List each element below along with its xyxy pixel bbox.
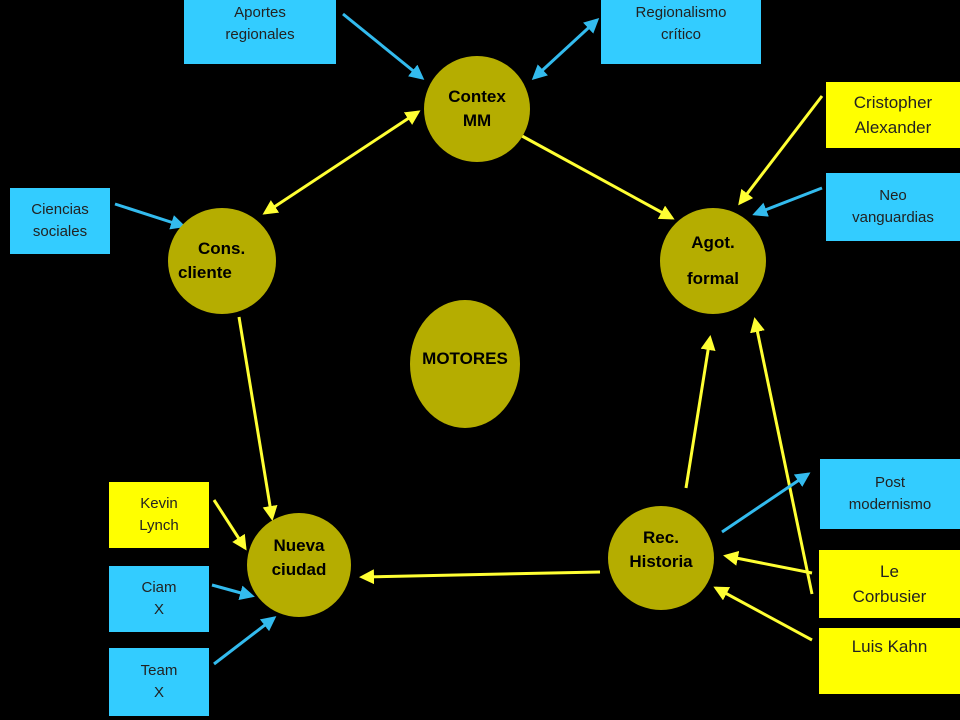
box-cristopher-alexander: Cristopher Alexander: [826, 82, 960, 148]
box-le-corbusier: Le Corbusier: [819, 550, 960, 618]
arrow-corbusier-agot: [750, 317, 814, 595]
arrow-ciencias-cons: [114, 202, 186, 230]
box-label: Le: [880, 562, 899, 581]
box-label: Aportes: [234, 4, 286, 21]
box-team-x: Team X: [109, 648, 209, 716]
arrow-corbusier-rec: [723, 550, 813, 575]
node-label: MOTORES: [422, 349, 508, 368]
arrow-rec-agot: [684, 335, 716, 489]
arrow-neo-agot: [752, 186, 823, 217]
node-label: Cons.: [198, 239, 246, 258]
box-label: Corbusier: [852, 587, 927, 606]
box-label: Kevin: [140, 495, 178, 512]
arrow-cons-contex: [262, 110, 421, 215]
box-aportes-regionales: Aportes regionales: [184, 0, 336, 64]
box-neo-vanguardias: Neo vanguardias: [826, 173, 960, 241]
arrow-cons-nueva: [237, 316, 278, 521]
box-label: Luis Kahn: [851, 637, 928, 656]
box-label: Ciam: [141, 579, 177, 596]
arrow-ciam-nueva: [211, 583, 255, 601]
node-nueva-ciudad: Nueva ciudad: [247, 513, 351, 617]
box-label: vanguardias: [852, 209, 934, 226]
node-contex-mm: Contex MM: [424, 56, 530, 162]
arrow-post-rec: [721, 472, 811, 534]
arrow-aportes-contex: [342, 12, 425, 80]
node-label: Rec.: [643, 528, 679, 547]
box-label: modernismo: [848, 496, 932, 513]
box-label: Team: [140, 662, 178, 679]
box-label: sociales: [32, 223, 88, 240]
box-label: regionales: [225, 26, 295, 43]
arrow-team-nueva: [213, 616, 277, 666]
box-post-modernismo: Post modernismo: [820, 459, 960, 529]
node-motores: MOTORES: [410, 300, 520, 428]
box-label: Post: [874, 474, 905, 491]
node-label: formal: [687, 269, 739, 288]
node-agot-formal: Agot. formal: [660, 208, 766, 314]
arrow-alexander-agot: [738, 95, 824, 206]
box-ciam-x: Ciam X: [109, 566, 209, 632]
node-cons-cliente: Cons. cliente: [168, 208, 276, 314]
node-rec-historia: Rec. Historia: [608, 506, 714, 610]
box-label: Cristopher: [853, 93, 933, 112]
box-label: X: [153, 684, 164, 701]
node-label: Nueva: [273, 536, 325, 555]
node-label: ciudad: [271, 560, 327, 579]
box-label: Neo: [879, 187, 907, 204]
box-label: Regionalismo: [635, 4, 727, 21]
box-luis-kahn: Luis Kahn: [819, 628, 960, 694]
arrow-kevin-nueva: [212, 499, 247, 551]
box-regionalismo-critico: Regionalismo crítico: [601, 0, 761, 64]
arrow-kahn-rec: [713, 586, 813, 642]
node-label: Historia: [629, 552, 693, 571]
box-label: X: [153, 601, 164, 618]
node-label: Agot.: [691, 233, 735, 252]
node-label: MM: [462, 111, 492, 130]
node-label: cliente: [178, 263, 232, 282]
box-label: Lynch: [139, 517, 179, 534]
node-label: Contex: [448, 87, 506, 106]
box-label: Ciencias: [31, 201, 89, 218]
arrow-contex-agot: [521, 134, 675, 220]
arrow-rec-nueva: [359, 569, 601, 585]
box-label: Alexander: [854, 118, 932, 137]
arrow-regionalismo-contex: [531, 17, 600, 81]
box-label: crítico: [660, 26, 701, 43]
box-kevin-lynch: Kevin Lynch: [109, 482, 209, 548]
box-ciencias-sociales: Ciencias sociales: [10, 188, 110, 254]
